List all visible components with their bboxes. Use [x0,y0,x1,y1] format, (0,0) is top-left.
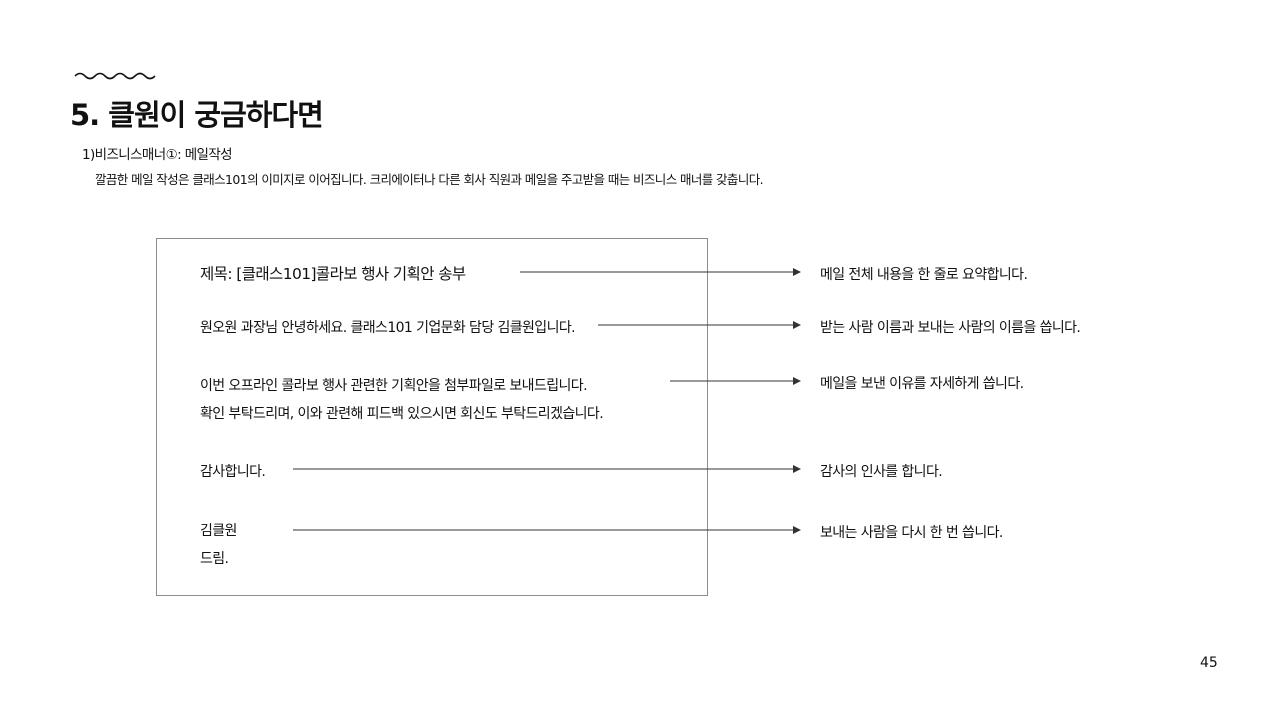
thanks-note: 감사의 인사를 합니다. [820,464,943,480]
page-title: 5. 클원이 궁금하다면 [70,98,324,132]
email-thanks: 감사합니다. [200,461,266,481]
email-body-line-2: 확인 부탁드리며, 이와 관련해 피드백 있으시면 회신도 부탁드리겠습니다. [200,403,604,423]
email-greeting: 원오원 과장님 안녕하세요. 클래스101 기업문화 담당 김클원입니다. [200,317,576,337]
body-note: 메일을 보낸 이유를 자세하게 씁니다. [820,376,1024,392]
greeting-note: 받는 사람 이름과 보내는 사람의 이름을 씁니다. [820,320,1081,336]
email-example-box [156,238,708,596]
section-subtitle: 1)비즈니스매너①: 메일작성 [82,147,233,163]
email-body-line-1: 이번 오프라인 콜라보 행사 관련한 기획안을 첨부파일로 보내드립니다. [200,375,588,395]
subject-note: 메일 전체 내용을 한 줄로 요약합니다. [820,267,1028,283]
email-sender-name: 김클원 [200,520,237,540]
sender-note: 보내는 사람을 다시 한 번 씁니다. [820,525,1003,541]
wave-squiggle-icon [74,72,156,80]
email-subject: 제목: [클래스101]콜라보 행사 기획안 송부 [200,262,466,284]
page-number: 45 [1200,655,1218,671]
email-closing: 드림. [200,548,229,568]
section-description: 깔끔한 메일 작성은 클래스101의 이미지로 이어집니다. 크리에이터나 다른… [95,172,764,187]
